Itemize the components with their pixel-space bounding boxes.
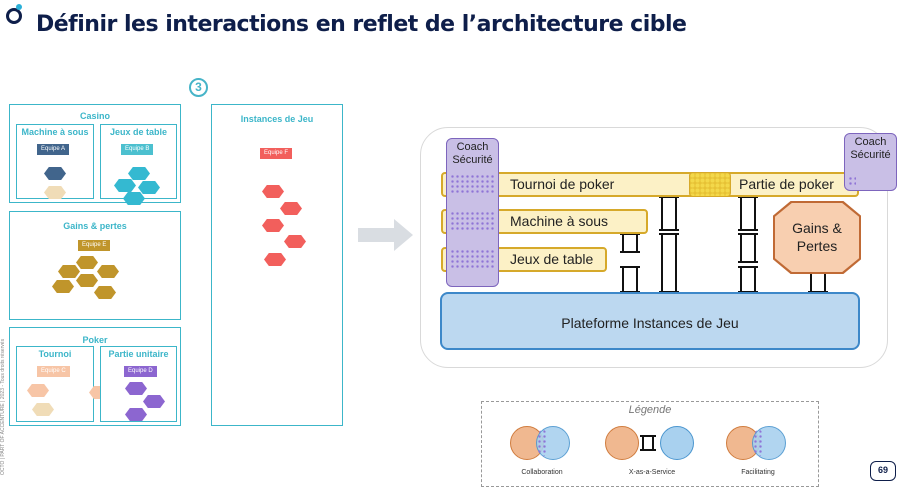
team-b-tag: Equipe B: [121, 144, 154, 155]
legend-label-facilitating: Facilitating: [741, 469, 775, 476]
gains-pertes-label: Gains & Pertes: [792, 220, 842, 254]
jeux-de-table-label: Jeux de table: [510, 251, 594, 267]
instances-label: Instances de Jeu: [240, 114, 314, 124]
team-e-hex: [97, 265, 119, 278]
team-b-hex: [123, 192, 145, 205]
team-b-hex: [114, 179, 136, 192]
tournoi-de-poker-label: Tournoi de poker: [510, 176, 615, 192]
gains-box: Gains & pertes Equipe E: [9, 211, 181, 320]
team-f-hex: [262, 219, 284, 232]
connector: [738, 233, 758, 263]
x-as-a-service-overlap: [689, 172, 731, 197]
connector: [620, 233, 640, 253]
team-e-hex: [58, 265, 80, 278]
team-a-hex-light: [44, 186, 66, 199]
connector: [620, 266, 640, 293]
team-f-hex: [280, 202, 302, 215]
coach-securite-right-label: Coach Sécurité: [850, 136, 891, 161]
xaas-circle-blue: [660, 426, 694, 460]
connector: [659, 233, 679, 293]
coach-securite-left-label: Coach Sécurité: [452, 141, 493, 166]
facilitating-pattern: [450, 249, 495, 270]
xaas-connector: [640, 435, 656, 451]
legend-label-collaboration: Collaboration: [521, 469, 563, 476]
team-e-tag: Equipe E: [78, 240, 111, 251]
team-d-hex: [125, 408, 147, 421]
facilitating-pattern: [450, 174, 495, 195]
poker-label: Poker: [82, 335, 108, 345]
octo-logo: [6, 8, 22, 24]
jeux-label: Jeux de table: [109, 127, 168, 137]
casino-label: Casino: [79, 111, 110, 121]
team-f-hex: [262, 185, 284, 198]
partie-label: Partie unitaire: [108, 349, 169, 359]
xaas-circle-orange: [605, 426, 639, 460]
facilitating-pattern: [848, 176, 856, 186]
team-c-hex: [27, 384, 49, 397]
team-d-hex: [125, 382, 147, 395]
team-c-hex: [32, 403, 54, 416]
step-number-badge: 3: [189, 78, 208, 97]
copyright-note: OCTO | PART OF ACCENTURE | 2023 - Tous d…: [0, 338, 6, 475]
page-title: Définir les interactions en reflet de l’…: [36, 12, 687, 37]
connector: [659, 196, 679, 231]
facilitating-overlap-pattern: [753, 429, 764, 457]
legend-label-xaas: X-as-a-Service: [628, 469, 676, 476]
team-e-hex: [76, 274, 98, 287]
logo-dot: [16, 4, 22, 10]
jeux-box: Jeux de table Equipe B: [100, 124, 177, 205]
team-e-hex: [52, 280, 74, 293]
team-e-hex: [94, 286, 116, 299]
platform-instances-de-jeu: Plateforme Instances de Jeu: [440, 292, 860, 350]
tournoi-label: Tournoi: [38, 349, 72, 359]
page-number: 69: [870, 461, 896, 481]
team-f-tag: Equipe F: [260, 148, 293, 159]
team-b-hex: [128, 167, 150, 180]
team-f-hex: [284, 235, 306, 248]
gains-pertes-block: Gains & Pertes: [775, 203, 859, 272]
gains-label: Gains & pertes: [63, 221, 127, 231]
facilitating-pattern: [450, 211, 495, 232]
connector: [738, 196, 758, 231]
instances-box: Instances de Jeu Equipe F: [211, 104, 343, 426]
machine-box: Machine à sous Equipe A: [16, 124, 94, 199]
collaboration-overlap-pattern: [537, 429, 548, 457]
team-a-tag: Equipe A: [37, 144, 70, 155]
team-d-tag: Equipe D: [124, 366, 157, 377]
partie-de-poker-label: Partie de poker: [739, 176, 834, 192]
team-b-hex: [138, 181, 160, 194]
partie-box: Partie unitaire Equipe D: [100, 346, 177, 422]
coach-securite-right: Coach Sécurité: [844, 133, 897, 191]
team-c-tag: Equipe C: [37, 366, 70, 377]
transition-arrow-icon: [358, 219, 413, 251]
team-d-hex: [143, 395, 165, 408]
casino-box: Casino Machine à sous Equipe A Jeux de t…: [9, 104, 181, 205]
machine-a-sous-label: Machine à sous: [510, 213, 609, 229]
connector: [808, 271, 828, 293]
team-f-hex: [264, 253, 286, 266]
tournoi-box: Tournoi Equipe C: [16, 346, 111, 422]
team-e-hex: [76, 256, 98, 269]
legend-box: Légende Collaboration X-as-a-Service Fac…: [481, 401, 819, 487]
poker-box: Poker Tournoi Equipe C Partie unitaire E…: [9, 327, 181, 426]
legend-title: Légende: [628, 404, 672, 416]
team-a-hex: [44, 167, 66, 180]
connector: [738, 266, 758, 293]
machine-label: Machine à sous: [21, 127, 89, 137]
